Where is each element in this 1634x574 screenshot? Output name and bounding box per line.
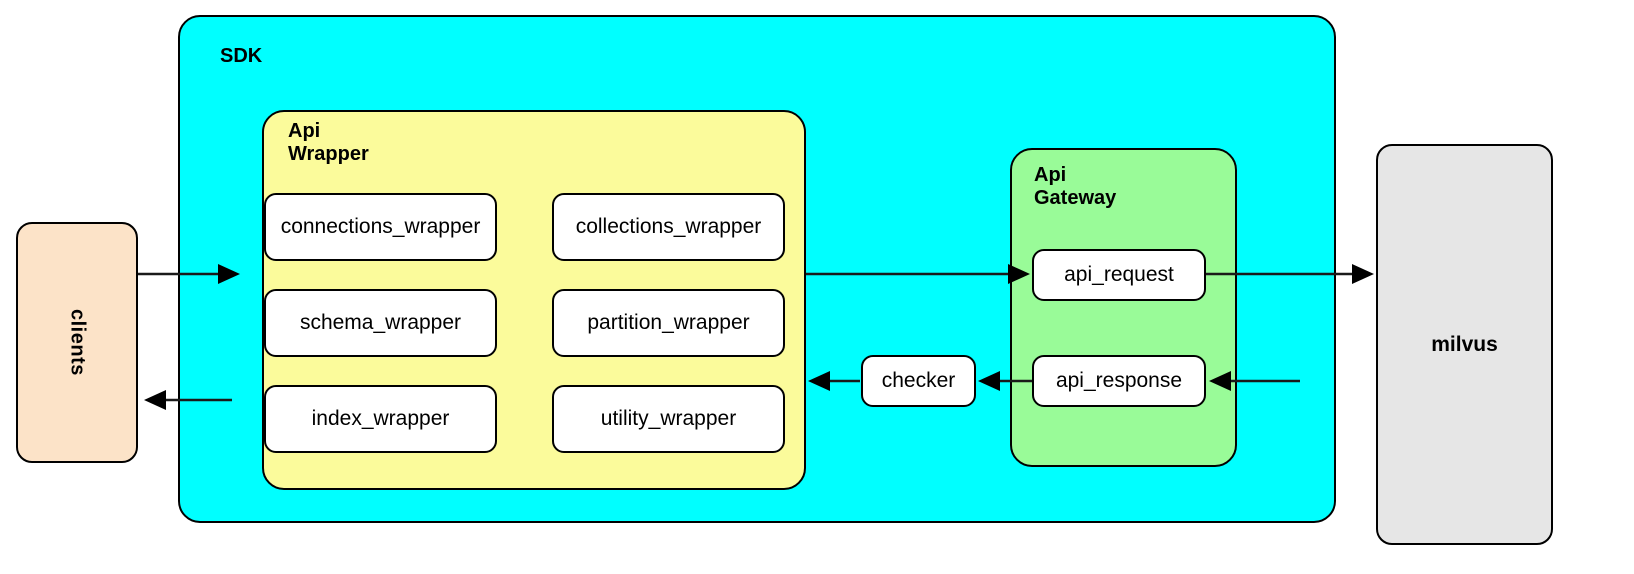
api-request-node[interactable]: api_request: [1032, 249, 1206, 301]
connections-wrapper-node[interactable]: connections_wrapper: [264, 193, 497, 261]
index-wrapper-node[interactable]: index_wrapper: [264, 385, 497, 453]
collections-wrapper-node[interactable]: collections_wrapper: [552, 193, 785, 261]
api-wrapper-label: Api Wrapper: [288, 120, 369, 166]
connections-wrapper-label: connections_wrapper: [280, 215, 481, 238]
schema-wrapper-node[interactable]: schema_wrapper: [264, 289, 497, 357]
partition-wrapper-node[interactable]: partition_wrapper: [552, 289, 785, 357]
clients-node[interactable]: clients: [16, 222, 138, 463]
checker-label: checker: [881, 369, 956, 392]
api-request-label: api_request: [1064, 263, 1174, 286]
checker-node[interactable]: checker: [861, 355, 976, 407]
schema-wrapper-label: schema_wrapper: [299, 311, 462, 334]
milvus-node[interactable]: milvus: [1376, 144, 1553, 545]
milvus-label: milvus: [1431, 332, 1498, 356]
api-gateway-label: Api Gateway: [1034, 164, 1117, 210]
utility-wrapper-node[interactable]: utility_wrapper: [552, 385, 785, 453]
clients-label: clients: [66, 309, 89, 376]
api-response-label: api_response: [1055, 369, 1183, 392]
sdk-label: SDK: [220, 45, 263, 67]
utility-wrapper-label: utility_wrapper: [600, 407, 737, 430]
api-gateway-container[interactable]: Api Gateway: [1010, 148, 1237, 467]
collections-wrapper-label: collections_wrapper: [575, 215, 762, 238]
index-wrapper-label: index_wrapper: [311, 407, 450, 430]
api-response-node[interactable]: api_response: [1032, 355, 1206, 407]
partition-wrapper-label: partition_wrapper: [587, 311, 750, 334]
